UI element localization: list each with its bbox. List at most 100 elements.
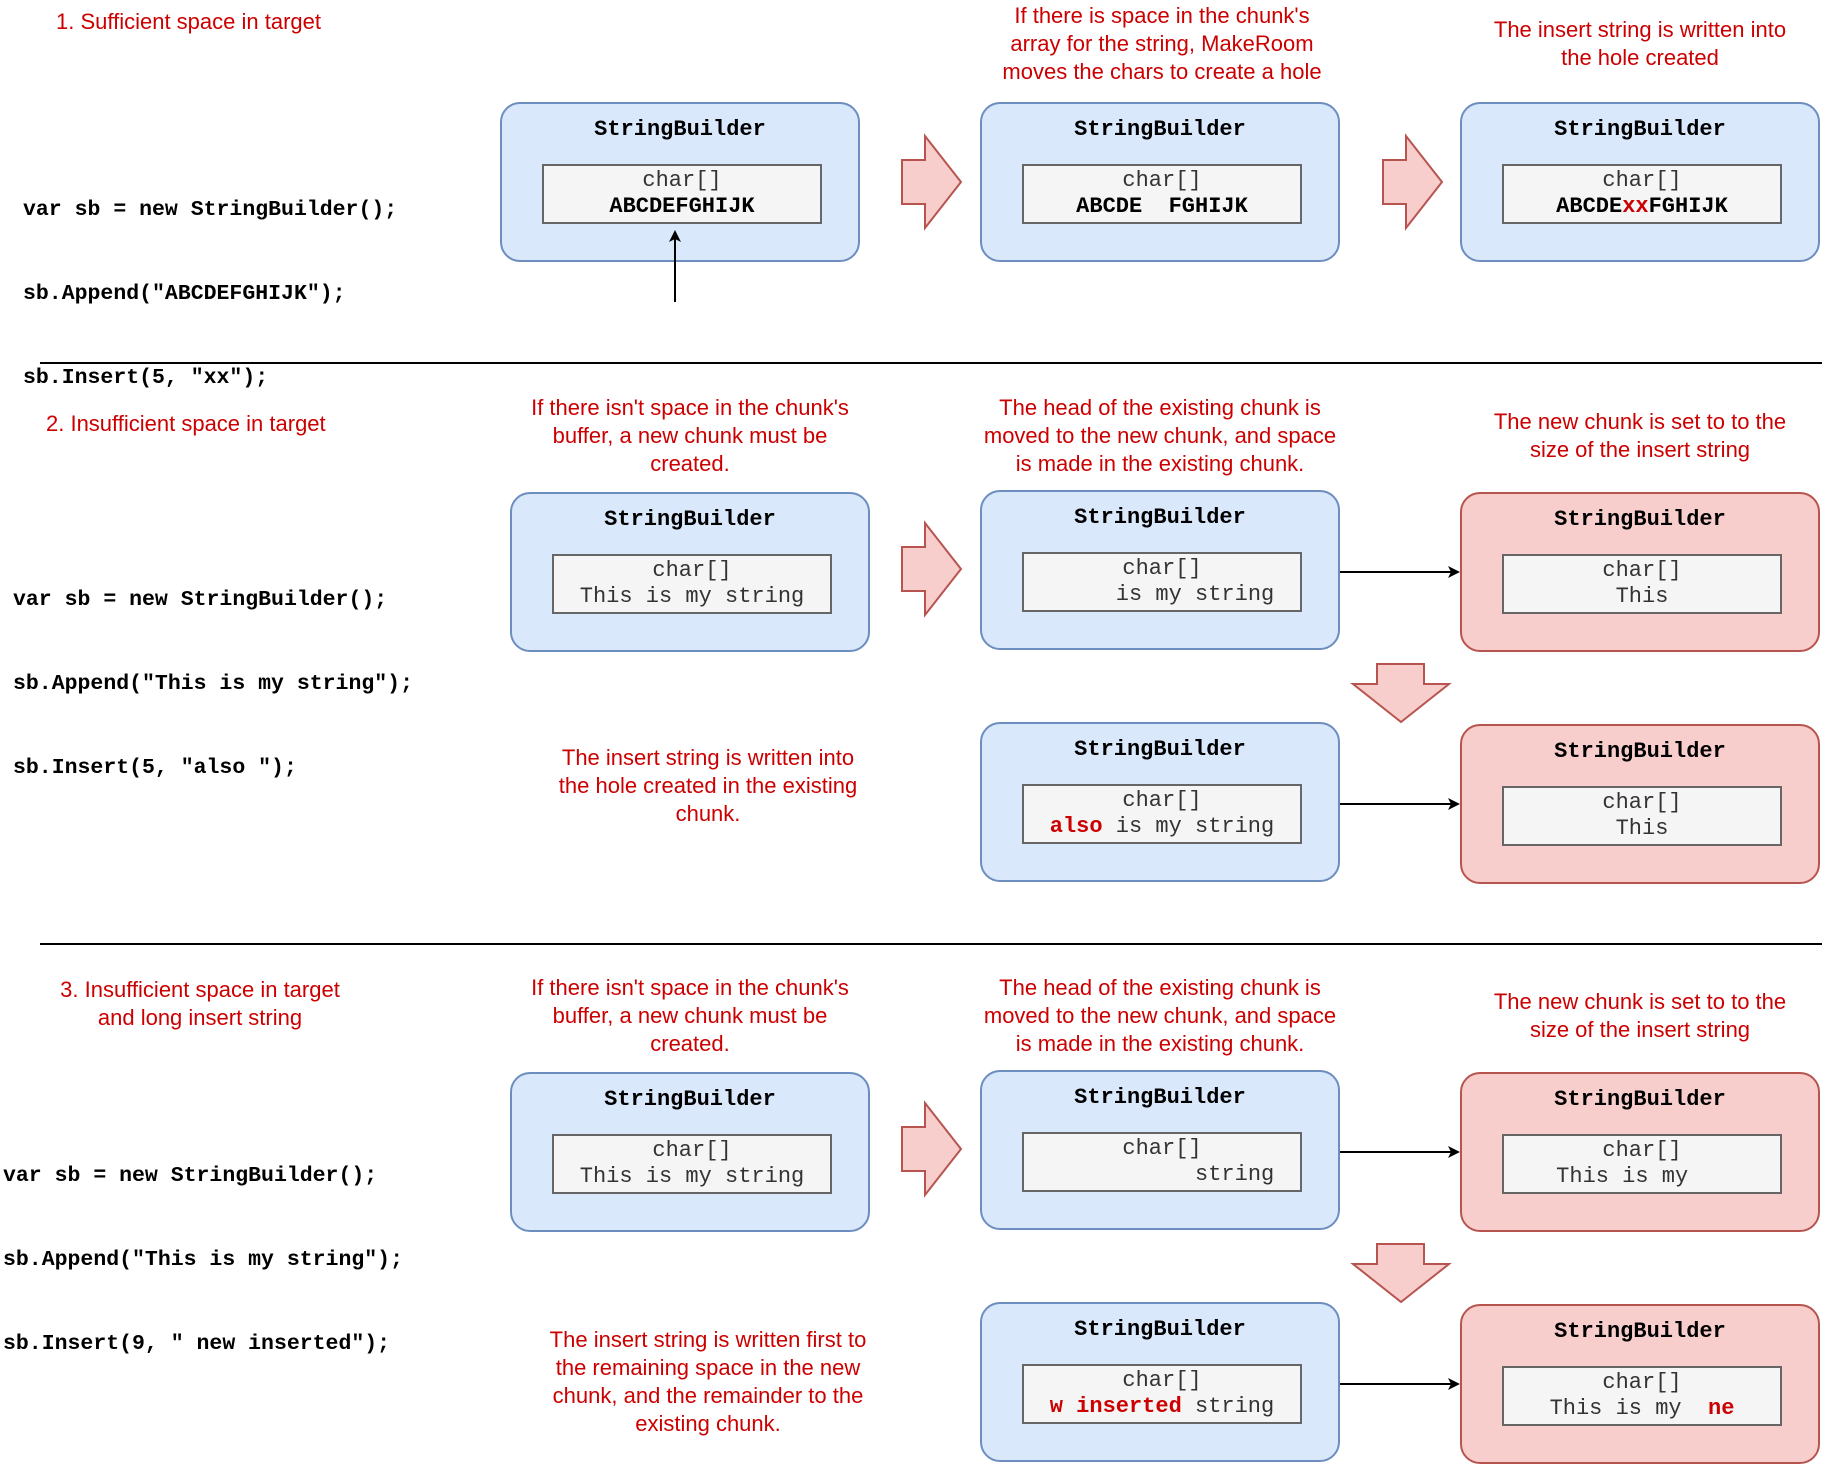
s3-new-chunk-note: If there isn't space in the chunk's buff… [531,975,849,1056]
chunk-title: StringBuilder [594,117,766,142]
char-array: char[] ABCDE FGHIJK [1022,164,1302,224]
chunk-title: StringBuilder [1074,1085,1246,1110]
array-text: This is my [1556,1164,1728,1189]
array-text: ABCDE [1556,194,1623,219]
chunk-title: StringBuilder [1074,737,1246,762]
s1-result-chunk: StringBuilder char[] ABCDExxFGHIJK [1460,102,1820,262]
char-array-type: char[] [1602,1138,1682,1163]
section-divider-2 [40,943,1822,945]
s3-final-new-chunk: StringBuilder char[] This is my ne [1460,1304,1820,1464]
section-1-heading: 1. Sufficient space in target [56,9,321,34]
char-array-value: is my string [1024,582,1300,608]
char-array: char[] ABCDExxFGHIJK [1502,164,1782,224]
char-array-value: This is my ne [1504,1396,1780,1422]
char-array-type: char[] [1602,1370,1682,1395]
step-arrow-right [901,1100,963,1198]
char-array: char[] This is my string [552,1134,832,1194]
s3-final-existing-chunk: StringBuilder char[] w inserted string [980,1302,1340,1462]
char-array-type: char[] [1122,168,1202,193]
char-array-value: ABCDE FGHIJK [1024,194,1300,220]
char-array-type: char[] [1122,788,1202,813]
chunk-title: StringBuilder [1074,505,1246,530]
array-text: This [1615,584,1669,609]
char-array: char[] This [1502,786,1782,846]
char-array-type: char[] [1602,168,1682,193]
section-2-heading: 2. Insufficient space in target [46,411,326,436]
char-array-value: This is my string [554,1164,830,1190]
s2-written-note: The insert string is written into the ho… [558,745,858,826]
chunk-title: StringBuilder [1554,739,1726,764]
s2-new-chunk: StringBuilder char[] This [1460,492,1820,652]
section-1-code: var sb = new StringBuilder(); sb.Append(… [23,198,398,390]
inserted-text: also [1049,814,1103,839]
section-divider-1 [40,362,1822,364]
inserted-text: ne [1708,1396,1735,1421]
s3-new-chunk: StringBuilder char[] This is my [1460,1072,1820,1232]
s2-head-moved-note: The head of the existing chunk is moved … [983,395,1337,476]
char-array: char[] This is my [1502,1134,1782,1194]
char-array-value: This [1504,816,1780,842]
array-text: is my string [1102,814,1275,839]
char-array: char[] string [1022,1132,1302,1192]
array-text: string [1049,1162,1275,1187]
s3-head-moved-note: The head of the existing chunk is moved … [983,975,1337,1056]
array-text: ABCDEFGHIJK [609,194,755,219]
char-array-value: ABCDExxFGHIJK [1504,194,1780,220]
s2-new-chunk-note: If there isn't space in the chunk's buff… [531,395,849,476]
step-arrow-down [1350,1243,1452,1304]
step-arrow-right [1382,133,1444,231]
char-array-type: char[] [642,168,722,193]
chunk-title: StringBuilder [1554,1319,1726,1344]
char-array-value: w inserted string [1024,1394,1300,1420]
s1-makeroom-chunk: StringBuilder char[] ABCDE FGHIJK [980,102,1340,262]
char-array-value: string [1024,1162,1300,1188]
char-array-type: char[] [652,1138,732,1163]
s3-source-chunk: StringBuilder char[] This is my string [510,1072,870,1232]
section-3-code: var sb = new StringBuilder(); sb.Append(… [3,1164,403,1356]
char-array: char[] also is my string [1022,784,1302,844]
char-array-type: char[] [1602,558,1682,583]
s2-final-existing-chunk: StringBuilder char[] also is my string [980,722,1340,882]
s1-makeroom-note: If there is space in the chunk's array f… [1002,3,1322,84]
array-text: This is my string [579,1164,805,1189]
chunk-title: StringBuilder [1074,117,1246,142]
char-array-value: ABCDEFGHIJK [544,194,820,220]
char-array-type: char[] [1122,1136,1202,1161]
s1-written-note: The insert string is written into the ho… [1493,17,1787,70]
char-array: char[] ABCDEFGHIJK [542,164,822,224]
chunk-title: StringBuilder [604,1087,776,1112]
char-array: char[] w inserted string [1022,1364,1302,1424]
char-array-value: This [1504,584,1780,610]
inserted-text: xx [1622,194,1649,219]
chunk-title: StringBuilder [1554,1087,1726,1112]
step-arrow-down [1350,663,1452,724]
s2-source-chunk: StringBuilder char[] This is my string [510,492,870,652]
section-2-code: var sb = new StringBuilder(); sb.Append(… [13,588,413,780]
array-text: ABCDE FGHIJK [1076,194,1248,219]
array-text: This [1615,816,1669,841]
s3-existing-chunk: StringBuilder char[] string [980,1070,1340,1230]
char-array-value: This is my [1504,1164,1780,1190]
step-arrow-right [901,520,963,618]
char-array-value: also is my string [1024,814,1300,840]
char-array-type: char[] [1122,1368,1202,1393]
char-array: char[] is my string [1022,552,1302,612]
s3-sized-note: The new chunk is set to to the size of t… [1493,989,1787,1042]
char-array: char[] This is my ne [1502,1366,1782,1426]
step-arrow-right [901,133,963,231]
chunk-title: StringBuilder [1554,117,1726,142]
section-3-heading: 3. Insufficient space in target and long… [60,977,340,1030]
char-array-type: char[] [1602,790,1682,815]
array-text: This is my string [579,584,805,609]
s3-written-note: The insert string is written first to th… [549,1327,867,1436]
char-array: char[] This is my string [552,554,832,614]
s2-existing-chunk: StringBuilder char[] is my string [980,490,1340,650]
char-array-value: This is my string [554,584,830,610]
array-text: FGHIJK [1648,194,1728,219]
s2-sized-note: The new chunk is set to to the size of t… [1493,409,1787,462]
chunk-title: StringBuilder [604,507,776,532]
array-text: is my string [1049,582,1275,607]
char-array-type: char[] [652,558,732,583]
